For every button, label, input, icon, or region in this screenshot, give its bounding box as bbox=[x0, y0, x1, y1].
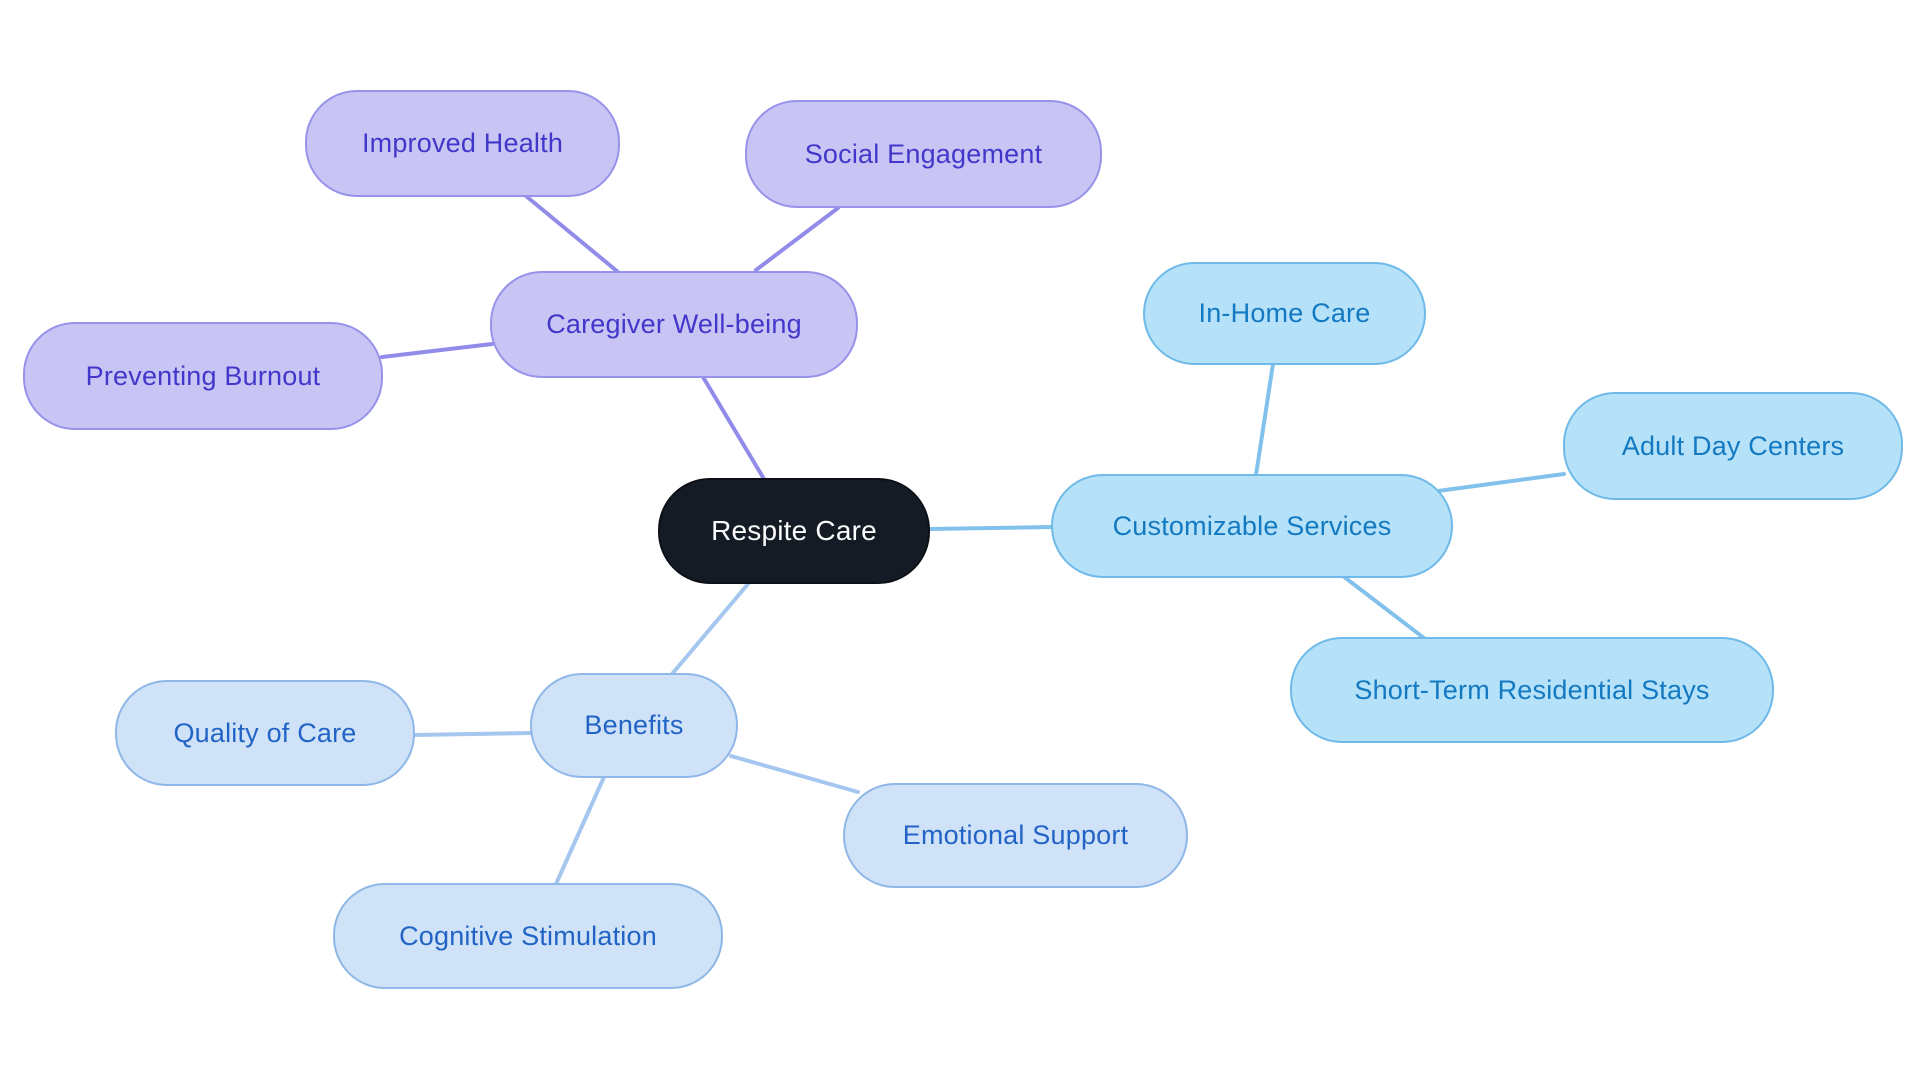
node-label: Customizable Services bbox=[1112, 510, 1392, 541]
node-label: Benefits bbox=[584, 710, 684, 740]
edge-customizable-adult-day bbox=[1436, 472, 1566, 493]
node-customizable-services[interactable]: Customizable Services bbox=[1051, 474, 1453, 578]
node-quality-of-care[interactable]: Quality of Care bbox=[115, 680, 415, 786]
node-label: Caregiver Well-being bbox=[546, 309, 802, 339]
edge-benefits-quality-of-care bbox=[412, 731, 533, 737]
edge-customizable-short-term bbox=[1341, 574, 1426, 640]
node-label: Respite Care bbox=[711, 515, 877, 546]
node-adult-day-centers[interactable]: Adult Day Centers bbox=[1563, 392, 1903, 500]
node-emotional-support[interactable]: Emotional Support bbox=[843, 783, 1188, 888]
node-label: Short-Term Residential Stays bbox=[1354, 674, 1710, 705]
edge-root-customizable bbox=[927, 525, 1055, 531]
node-preventing-burnout[interactable]: Preventing Burnout bbox=[23, 322, 383, 430]
node-label: Improved Health bbox=[361, 128, 564, 158]
node-respite-care[interactable]: Respite Care bbox=[658, 478, 930, 584]
node-cognitive-stimulation[interactable]: Cognitive Stimulation bbox=[333, 883, 723, 989]
node-label: Cognitive Stimulation bbox=[399, 920, 657, 951]
node-label: Social Engagement bbox=[804, 138, 1043, 169]
node-social-engagement[interactable]: Social Engagement bbox=[745, 100, 1102, 208]
node-in-home-care[interactable]: In-Home Care bbox=[1143, 262, 1426, 365]
edge-caregiver-preventing-burnout bbox=[380, 342, 494, 359]
node-caregiver-well-being[interactable]: Caregiver Well-being bbox=[490, 271, 858, 378]
node-label: Preventing Burnout bbox=[85, 360, 321, 391]
node-label: Emotional Support bbox=[902, 820, 1129, 850]
edge-benefits-cognitive bbox=[554, 775, 606, 886]
edge-caregiver-social-engagement bbox=[754, 206, 840, 272]
edge-customizable-in-home-care bbox=[1254, 362, 1275, 477]
edge-root-benefits bbox=[670, 582, 750, 676]
node-label: In-Home Care bbox=[1198, 298, 1371, 328]
node-label: Adult Day Centers bbox=[1621, 430, 1845, 461]
edge-benefits-emotional-support bbox=[729, 754, 860, 794]
node-short-term-residential-stays[interactable]: Short-Term Residential Stays bbox=[1290, 637, 1774, 743]
edge-root-caregiver bbox=[701, 375, 766, 481]
node-improved-health[interactable]: Improved Health bbox=[305, 90, 620, 197]
edge-caregiver-improved-health bbox=[524, 194, 620, 274]
node-label: Quality of Care bbox=[173, 717, 357, 748]
node-benefits[interactable]: Benefits bbox=[530, 673, 738, 778]
